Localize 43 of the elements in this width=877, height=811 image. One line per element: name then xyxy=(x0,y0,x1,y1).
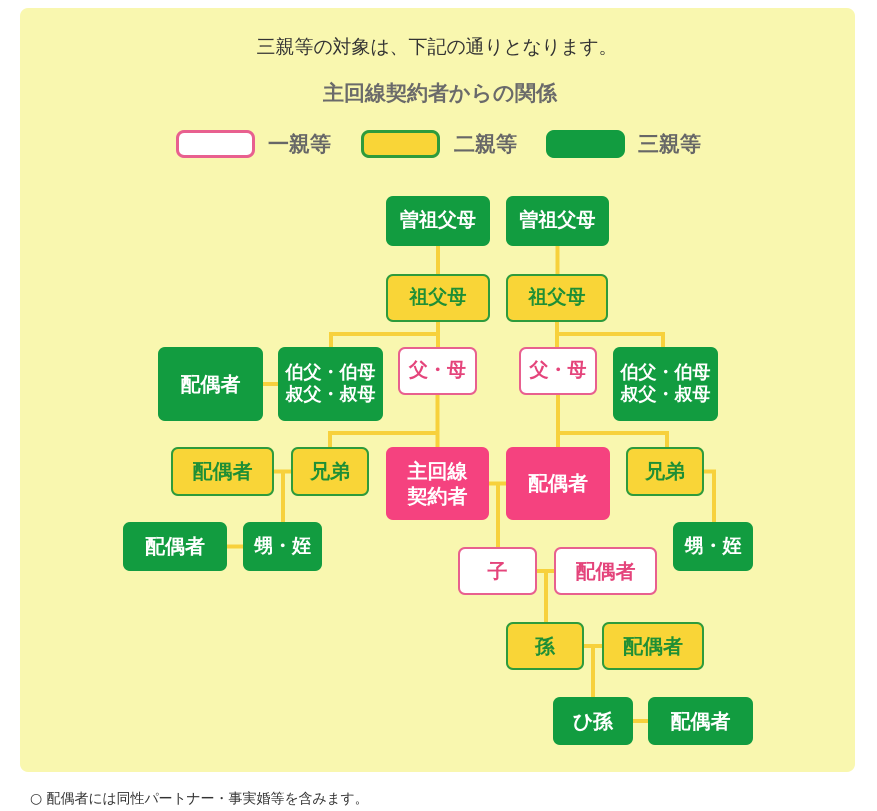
connector-line xyxy=(556,393,669,449)
connector-line xyxy=(328,393,440,449)
relation-box: 配偶者 xyxy=(123,522,227,571)
relation-box: 甥・姪 xyxy=(673,522,753,571)
relation-box: 伯父・伯母叔父・叔母 xyxy=(278,347,383,421)
relation-box: ひ孫 xyxy=(553,697,633,745)
connector-line xyxy=(704,470,716,522)
connector-line xyxy=(487,482,508,549)
footnote: ○ 配偶者には同性パートナー・事実婚等を含みます。 xyxy=(30,790,369,808)
connector-line xyxy=(263,382,278,386)
diagram-title: 主回線契約者からの関係 xyxy=(323,80,557,107)
connector-line xyxy=(555,320,665,349)
connector-line xyxy=(535,569,556,624)
connector-line xyxy=(436,246,440,274)
relation-box: 配偶者 xyxy=(554,547,657,595)
relation-box: 配偶者 xyxy=(158,347,263,421)
connector-line xyxy=(556,246,560,274)
relation-box: 曽祖父母 xyxy=(386,196,490,246)
relation-box: 子 xyxy=(458,547,537,595)
connector-line xyxy=(582,644,604,699)
relation-box: 配偶者 xyxy=(171,447,274,496)
connector-line xyxy=(272,470,293,524)
relation-box: 伯父・伯母叔父・叔母 xyxy=(613,347,718,421)
legend-label: 二親等 xyxy=(454,131,517,158)
connector-line xyxy=(227,544,243,548)
relation-box: 配偶者 xyxy=(506,447,610,520)
relation-box: 孫 xyxy=(506,622,584,670)
relation-box: 配偶者 xyxy=(648,697,753,745)
connector-line xyxy=(633,719,648,723)
relation-box: 父・母 xyxy=(398,347,477,395)
relation-box: 祖父母 xyxy=(386,274,490,322)
relation-box: 兄弟 xyxy=(291,447,369,496)
relation-box: 主回線契約者 xyxy=(386,447,489,520)
legend-label: 一親等 xyxy=(268,131,331,158)
relation-box: 兄弟 xyxy=(626,447,704,496)
legend-label: 三親等 xyxy=(638,131,701,158)
relation-box: 甥・姪 xyxy=(243,522,322,571)
relation-box: 祖父母 xyxy=(506,274,608,322)
relation-box: 曽祖父母 xyxy=(506,196,609,246)
relation-box: 父・母 xyxy=(519,347,597,395)
intro-text: 三親等の対象は、下記の通りとなります。 xyxy=(256,35,618,60)
relation-box: 配偶者 xyxy=(602,622,704,670)
connector-line xyxy=(329,320,440,349)
